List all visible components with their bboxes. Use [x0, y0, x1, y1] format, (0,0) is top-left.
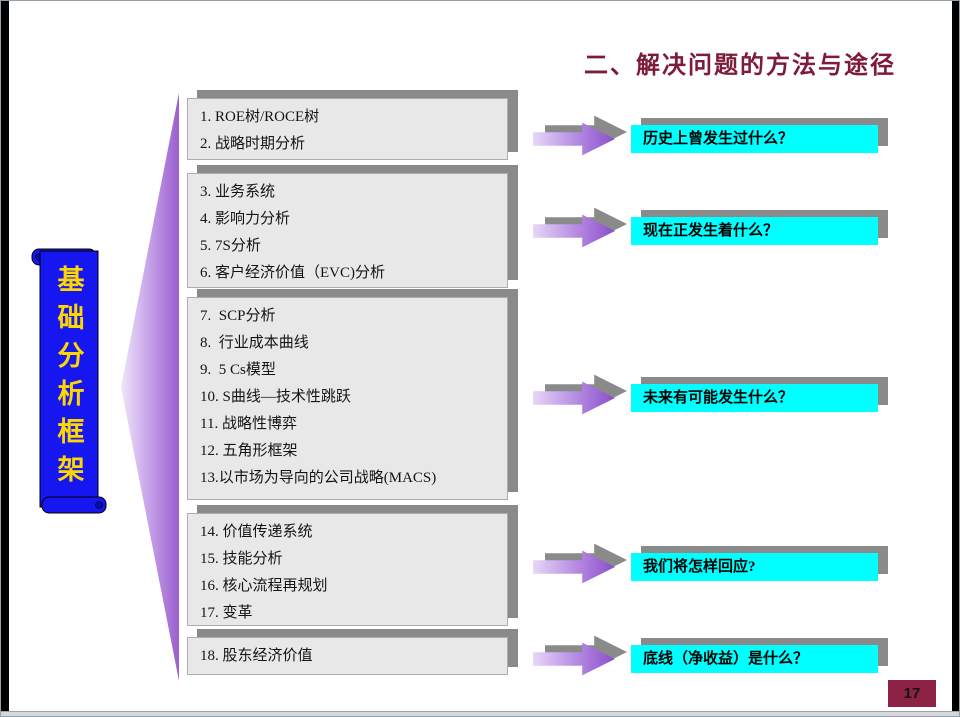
flow-arrow-icon: [533, 122, 615, 156]
question-box: 现在正发生着什么？: [631, 217, 878, 245]
question-box: 我们将怎样回应?: [631, 553, 878, 581]
flow-arrow-icon: [533, 381, 615, 415]
framework-item: 1. ROE树/ROCE树: [200, 109, 320, 125]
framework-item: 15. 技能分析: [200, 551, 283, 567]
page-number-badge: 17: [888, 680, 936, 707]
flow-arrow-icon: [533, 642, 615, 676]
flow-arrow-icon: [533, 550, 615, 584]
framework-item: 8. 行业成本曲线: [200, 335, 309, 351]
framework-item: 14. 价值传递系统: [200, 524, 313, 540]
slide-title: 二、解决问题的方法与途径: [584, 52, 896, 79]
question-box: 未来有可能发生什么？: [631, 384, 878, 412]
framework-box-5: 18. 股东经济价值: [187, 637, 508, 675]
right-black-bar: [952, 1, 959, 712]
framework-banner: 基础分析框架: [30, 243, 108, 519]
framework-item: 9. 5 Cs模型: [200, 362, 276, 378]
question-box: 历史上曾发生过什么？: [631, 125, 878, 153]
flow-arrow-icon: [533, 214, 615, 248]
scroll-shape-icon: [31, 248, 107, 514]
framework-item: 2. 战略时期分析: [200, 136, 306, 152]
framework-item: 11. 战略性博弈: [200, 416, 297, 432]
framework-item: 17. 变革: [200, 605, 253, 621]
framework-item: 18. 股东经济价值: [200, 648, 313, 664]
framework-box-1: 1. ROE树/ROCE树 2. 战略时期分析: [187, 98, 508, 160]
gather-triangle-shape: [121, 93, 179, 681]
framework-box-4: 14. 价值传递系统 15. 技能分析 16. 核心流程再规划 17. 变革: [187, 513, 508, 626]
framework-item: 16. 核心流程再规划: [200, 578, 328, 594]
framework-item: 4. 影响力分析: [200, 211, 291, 227]
framework-box-3: 7. SCP分析 8. 行业成本曲线 9. 5 Cs模型 10. S曲线—技术性…: [187, 297, 508, 500]
framework-item: 10. S曲线—技术性跳跃: [200, 389, 351, 405]
framework-item: 3. 业务系统: [200, 184, 276, 200]
left-black-bar: [1, 1, 9, 712]
framework-item: 12. 五角形框架: [200, 443, 298, 459]
framework-item: 5. 7S分析: [200, 238, 261, 254]
framework-item: 7. SCP分析: [200, 308, 276, 324]
bottom-window-strip: [1, 711, 959, 716]
framework-box-2: 3. 业务系统 4. 影响力分析 5. 7S分析 6. 客户经济价值（EVC)分…: [187, 173, 508, 288]
framework-item: 13.以市场为导向的公司战略(MACS): [200, 470, 437, 486]
framework-item: 6. 客户经济价值（EVC)分析: [200, 265, 385, 281]
framework-banner-label: 基础分析框架: [53, 265, 84, 493]
question-box: 底线（净收益）是什么？: [631, 645, 878, 673]
